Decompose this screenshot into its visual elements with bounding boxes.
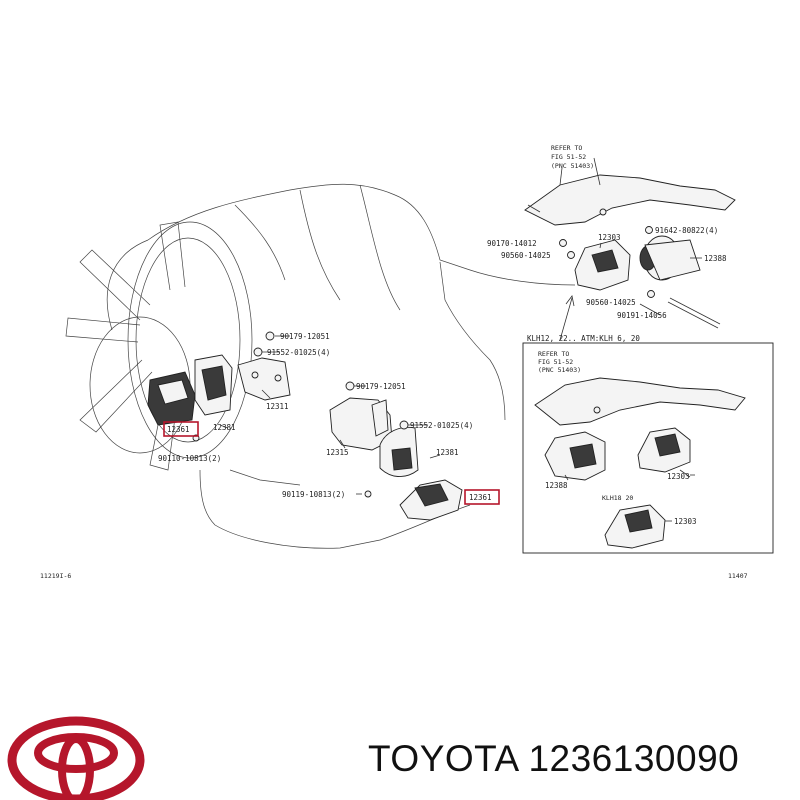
label-90179-12051-b: 90179-12051	[356, 382, 406, 391]
figure-ref-right: 11407	[728, 572, 748, 580]
brand-caption: TOYOTA 1236130090	[368, 738, 740, 779]
figure-ref-left: 11219I-6	[40, 572, 71, 580]
label-91642-80822: 91642-80822(4)	[655, 226, 718, 235]
middle-mount-assembly	[329, 381, 463, 521]
leader-arrow	[559, 297, 573, 341]
label-12303-b: 12303	[667, 472, 690, 481]
rear-mount-upper	[559, 226, 721, 329]
inset-crossmember	[534, 377, 746, 426]
label-90191-14056: 90191-14056	[617, 311, 667, 320]
variant-inset-box	[522, 342, 774, 554]
label-12388-a: 12388	[704, 254, 727, 263]
label-91552-01025-a: 91552-01025(4)	[267, 348, 330, 357]
note-klh18: KLH18 20	[602, 494, 633, 502]
leader-lines	[219, 242, 691, 481]
cooling-fan	[65, 221, 253, 471]
label-12388-b: 12388	[545, 481, 568, 490]
label-90170-14012: 90170-14012	[487, 239, 537, 248]
refer-note-box-line2: FIG 51-52	[538, 358, 573, 366]
refer-note-top-line3: (PNC 51403)	[551, 162, 594, 170]
label-90119-10813: 90119-10813(2)	[282, 490, 345, 499]
toyota-logo	[7, 716, 145, 800]
label-12361-left: 12361	[167, 425, 190, 434]
highlight-12361-mid	[464, 489, 500, 505]
label-90560-14025-a: 90560-14025	[501, 251, 551, 260]
highlight-12361-left	[163, 421, 199, 437]
label-12381-left: 12381	[213, 423, 236, 432]
refer-note-box-line1: REFER TO	[538, 350, 569, 358]
left-mount-assembly	[147, 331, 291, 442]
label-90179-12051-a: 90179-12051	[280, 332, 330, 341]
leader-arrowhead	[565, 295, 575, 307]
refer-note-box-line3: (PNC 51403)	[538, 366, 581, 374]
refer-note-top-line2: FIG 51-52	[551, 153, 586, 161]
label-90560-14025-b: 90560-14025	[586, 298, 636, 307]
label-12361-mid: 12361	[469, 493, 492, 502]
label-12303-a: 12303	[598, 233, 621, 242]
engine-block-outline	[106, 183, 576, 549]
inset-mount-parts	[544, 427, 695, 549]
label-12303-c: 12303	[674, 517, 697, 526]
label-12315: 12315	[326, 448, 349, 457]
label-12311: 12311	[266, 402, 289, 411]
note-klh-variants: KLH12, 22.. ATM:KLH 6, 20	[527, 334, 640, 343]
refer-note-top-line1: REFER TO	[551, 144, 582, 152]
label-91552-01025-b: 91552-01025(4)	[410, 421, 473, 430]
rear-crossmember	[524, 157, 736, 226]
label-90110-10813: 90110-10813(2)	[158, 454, 221, 463]
label-12381-mid: 12381	[436, 448, 459, 457]
